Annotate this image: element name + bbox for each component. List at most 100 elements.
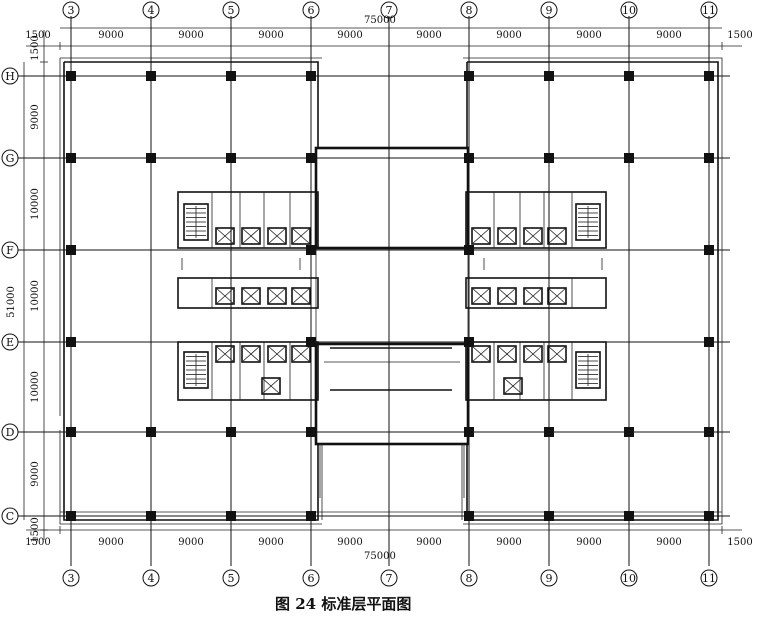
- dim-label: 9000: [258, 30, 283, 41]
- axis-label-x: 9: [546, 572, 553, 585]
- axis-label-x: 4: [148, 4, 155, 17]
- elevator-shaft: [261, 377, 281, 395]
- elevator-shaft: [471, 345, 491, 363]
- dim-label: 9000: [416, 537, 441, 548]
- column: [146, 71, 156, 81]
- axis-label-y: G: [6, 152, 15, 165]
- axis-bubble: [700, 569, 718, 587]
- elevator-shaft: [215, 227, 235, 245]
- grid-lines: [18, 16, 730, 566]
- dim-label: 9000: [178, 30, 203, 41]
- dim-label: 9000: [258, 537, 283, 548]
- dim-label: 9000: [656, 30, 681, 41]
- axis-label-y: H: [5, 70, 15, 83]
- axis-label-x: 3: [68, 4, 75, 17]
- top-total-dim: 75000: [364, 15, 396, 26]
- column: [464, 511, 474, 521]
- stairwell: [183, 203, 209, 241]
- bottom-total-dim: 75000: [364, 551, 396, 562]
- axis-label-x: 7: [386, 572, 393, 585]
- dim-label: 9000: [496, 30, 521, 41]
- elevator-shaft: [523, 287, 543, 305]
- axis-bubble: [540, 569, 558, 587]
- axis-bubble: [302, 569, 320, 587]
- dim-label: 10000: [30, 280, 41, 312]
- axis-bubble: [380, 569, 398, 587]
- stairwell: [575, 203, 601, 241]
- y-axis-bubbles: H G F E D C: [1, 67, 19, 525]
- elevator-shaft: [497, 287, 517, 305]
- axis-label-x: 8: [466, 4, 473, 17]
- column: [306, 427, 316, 437]
- axis-label-y: C: [6, 510, 14, 523]
- column: [464, 245, 474, 255]
- dim-label: 9000: [576, 537, 601, 548]
- column: [464, 337, 474, 347]
- axis-label-y: D: [6, 426, 15, 439]
- elevator-shaft: [547, 287, 567, 305]
- dim-label: 1500: [25, 30, 50, 41]
- elevator-shaft: [241, 345, 261, 363]
- elevator-shaft: [471, 227, 491, 245]
- column: [226, 427, 236, 437]
- column: [544, 427, 554, 437]
- column: [306, 153, 316, 163]
- column: [306, 337, 316, 347]
- axis-bubble: [142, 569, 160, 587]
- column: [704, 153, 714, 163]
- dim-label: 9000: [337, 30, 362, 41]
- structural-columns: [66, 71, 714, 521]
- column: [624, 427, 634, 437]
- axis-label-x: 10: [622, 572, 636, 585]
- elevator-shaft: [291, 345, 311, 363]
- dim-label: 9000: [656, 537, 681, 548]
- elevator-shaft: [471, 287, 491, 305]
- elevator-shaft: [291, 227, 311, 245]
- elevator-shaft: [547, 227, 567, 245]
- axis-label-x: 3: [68, 572, 75, 585]
- building-outline: [59, 57, 723, 525]
- column: [66, 427, 76, 437]
- axis-label-x: 11: [702, 572, 716, 585]
- stairwell: [183, 351, 209, 389]
- axis-bubble: [460, 569, 478, 587]
- dim-label: 10000: [30, 188, 41, 220]
- core-right: [465, 191, 607, 401]
- column: [704, 245, 714, 255]
- dim-label: 9000: [178, 537, 203, 548]
- dim-label: 9000: [98, 30, 123, 41]
- axis-bubble: [62, 569, 80, 587]
- elevator-shaft: [267, 345, 287, 363]
- axis-label-y: F: [6, 244, 14, 257]
- dim-label: 1500: [727, 537, 752, 548]
- axis-label-x: 11: [702, 4, 716, 17]
- stairwells: [183, 203, 601, 389]
- column: [544, 71, 554, 81]
- column: [544, 511, 554, 521]
- elevator-shaft: [523, 345, 543, 363]
- dim-label: 9000: [416, 30, 441, 41]
- column: [704, 511, 714, 521]
- elevator-shaft: [503, 377, 523, 395]
- axis-label-y: E: [6, 336, 14, 349]
- column: [226, 511, 236, 521]
- elevator-shaft: [241, 227, 261, 245]
- elevator-shaft: [547, 345, 567, 363]
- axis-bubble: [620, 569, 638, 587]
- dimension-lines: 1500 9000 9000 9000 9000 9000 9000 9000 9000 1500…: [23, 27, 753, 548]
- column: [66, 153, 76, 163]
- column: [66, 511, 76, 521]
- dim-label: 9000: [576, 30, 601, 41]
- drawing-caption: 图 24 标准层平面图: [275, 595, 411, 613]
- column: [464, 427, 474, 437]
- column: [146, 153, 156, 163]
- axis-label-x: 6: [308, 572, 315, 585]
- column: [306, 71, 316, 81]
- elevator-shafts: [215, 227, 567, 395]
- dim-label: 9000: [496, 537, 521, 548]
- axis-label-x: 9: [546, 4, 553, 17]
- left-total-dim: 51000: [6, 286, 17, 318]
- elevator-shaft: [215, 287, 235, 305]
- axis-label-x: 6: [308, 4, 315, 17]
